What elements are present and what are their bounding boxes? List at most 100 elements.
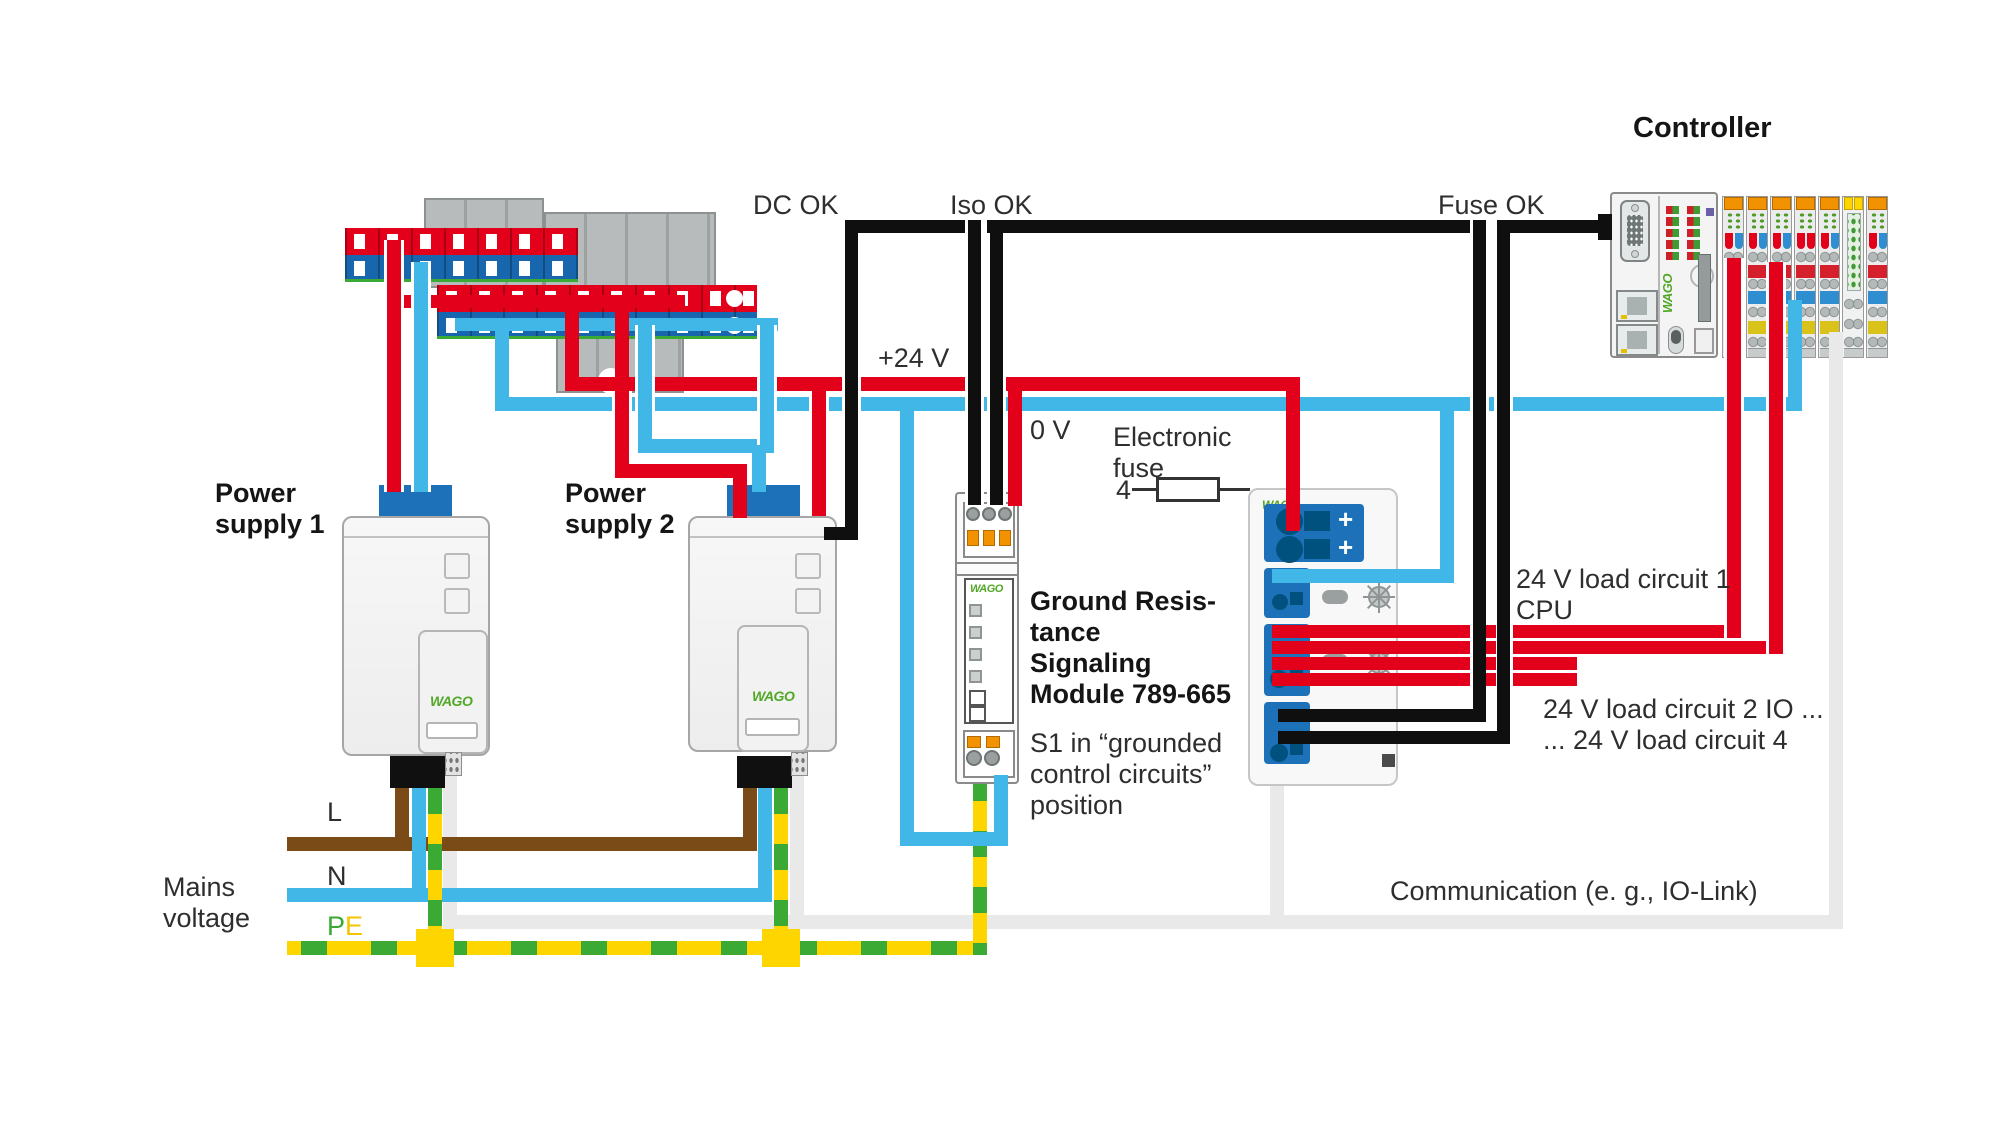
cpu-led xyxy=(1687,217,1700,226)
load-circuit-1-riser xyxy=(1724,258,1744,638)
pe-riser-ps1 xyxy=(428,788,442,955)
module-leds xyxy=(1750,212,1766,230)
pe-riser-ps2 xyxy=(774,788,788,955)
controller-assembly: WAGO xyxy=(1610,192,1892,360)
cpu-led xyxy=(1687,240,1700,249)
cpu-led xyxy=(1666,206,1679,215)
lever-red xyxy=(1821,233,1829,249)
module-clamps xyxy=(1796,279,1815,289)
pe-label-p: P xyxy=(327,911,346,941)
ethernet-jack xyxy=(1627,331,1647,349)
power-supply-2: WAGO xyxy=(688,485,837,788)
module-clamps xyxy=(1844,297,1863,311)
module-cap xyxy=(1868,197,1887,210)
wire-crossing-dash-4 xyxy=(1486,673,1496,686)
ps1-vent-square-2 xyxy=(444,588,470,614)
module-clamps xyxy=(1748,251,1767,263)
module-clamps xyxy=(1820,251,1839,263)
lever-red xyxy=(1725,233,1733,249)
grm-top-clamp-lever-1 xyxy=(967,530,979,546)
communication-wire-fuse-module xyxy=(1270,786,1284,929)
s1-position-label-line2: control circuits” xyxy=(1030,759,1212,789)
communication-wire-ps1 xyxy=(443,775,457,929)
power-supply-2-label-line2: supply 2 xyxy=(565,509,675,539)
s1-position-label-line3: position xyxy=(1030,790,1124,820)
io-module-2 xyxy=(1746,196,1768,358)
module-blue-band xyxy=(1868,291,1887,304)
dc-ok-wire-right-leg xyxy=(965,220,984,505)
module-levers xyxy=(1821,233,1839,249)
ps2-24v-wire-cross xyxy=(612,391,632,478)
s1-position-label-line1: S1 in “grounded xyxy=(1030,728,1223,758)
module-levers xyxy=(1773,233,1791,249)
fuse-module-0v-vertical xyxy=(1440,404,1454,583)
module-clamps xyxy=(1868,336,1887,348)
db9-screw-top xyxy=(1631,204,1639,212)
cpu-led xyxy=(1687,251,1700,260)
plus-24v-label: +24 V xyxy=(878,343,950,373)
pe-riser-ground-module xyxy=(973,775,987,955)
ground-module-label-line1: Ground Resis- xyxy=(1030,586,1217,616)
mains-l-riser-ps2 xyxy=(743,788,757,851)
ground-module-label-line4: Module 789-665 xyxy=(1030,679,1232,709)
module-yellow-band xyxy=(1868,321,1887,334)
module-clamps xyxy=(1868,251,1887,263)
communication-wire-controller xyxy=(1829,332,1843,929)
ps2-0v-leg-right xyxy=(757,325,777,453)
terminal-end-hole-red xyxy=(726,290,743,307)
wire-crossing-dash-1 xyxy=(1486,625,1496,638)
load-circuit-2-riser xyxy=(1766,262,1786,654)
iso-ok-label: Iso OK xyxy=(950,190,1033,220)
grm-24v-feed xyxy=(1008,377,1022,506)
ps2-vent-square-1 xyxy=(795,553,821,579)
module-levers xyxy=(1797,233,1815,249)
24v-link-bar-terminal-strip xyxy=(390,295,685,308)
ps2-signal-connector xyxy=(791,752,808,776)
mains-voltage-label-line1: Mains xyxy=(163,872,236,902)
ps2-0v-leg-left xyxy=(635,325,655,453)
mains-l-riser-ps1 xyxy=(395,788,409,851)
ps2-wago-logo: WAGO xyxy=(752,688,795,704)
electronic-fuse-label-line1: Electronic xyxy=(1113,422,1232,452)
0v-bus xyxy=(495,397,1802,411)
power-supply-1-label-line1: Power xyxy=(215,478,297,508)
lever-red xyxy=(1869,233,1877,249)
module-blue-band xyxy=(1748,291,1767,304)
ps1-24v-wire xyxy=(384,240,404,492)
fuse-module-0v-horizontal xyxy=(1272,569,1454,583)
module-red-band xyxy=(1820,265,1839,278)
load-circuit-1-label-line1: 24 V load circuit 1 xyxy=(1516,564,1731,594)
cpu-led xyxy=(1687,206,1700,215)
module-levers xyxy=(1725,233,1743,249)
mains-n-riser-ps1 xyxy=(412,788,426,902)
grm-bottom-clamp-circle-2 xyxy=(984,750,1000,766)
cpu-led xyxy=(1666,240,1679,249)
module-clamps xyxy=(1820,305,1839,319)
grm-bottom-clamp-lever-2 xyxy=(986,736,1000,748)
module-yellow-band xyxy=(1748,321,1767,334)
module-cap xyxy=(1748,197,1767,210)
lever-blue xyxy=(1735,233,1743,249)
lever-red xyxy=(1797,233,1805,249)
fuse-ok-wire-right-leg xyxy=(1494,220,1513,744)
grm-led-1 xyxy=(969,604,982,617)
cpu-sd-slot xyxy=(1698,254,1711,322)
mains-l-wire xyxy=(287,837,757,851)
24v-feed-riser xyxy=(565,303,579,391)
grm-top-clamp-lever-3 xyxy=(999,530,1011,546)
line-pe-label: PE xyxy=(327,911,363,942)
line-l-label: L xyxy=(327,797,343,827)
lever-blue xyxy=(1759,233,1767,249)
ground-module-label-line3: Signaling xyxy=(1030,648,1152,678)
lever-red xyxy=(1807,233,1815,249)
grm-top-clamp-circle-3 xyxy=(998,507,1012,521)
lever-blue xyxy=(1879,233,1887,249)
module-foot xyxy=(1868,348,1887,357)
ps1-wago-logo: WAGO xyxy=(430,693,473,709)
controller-0v-riser xyxy=(1788,300,1802,411)
signal-port-square xyxy=(1290,742,1303,755)
module-foot xyxy=(1748,348,1767,357)
grm-s1-switch-top xyxy=(969,690,986,706)
fuse-ok-wire-left-leg xyxy=(1470,220,1489,722)
load-circuit-4-wire xyxy=(1272,673,1577,686)
